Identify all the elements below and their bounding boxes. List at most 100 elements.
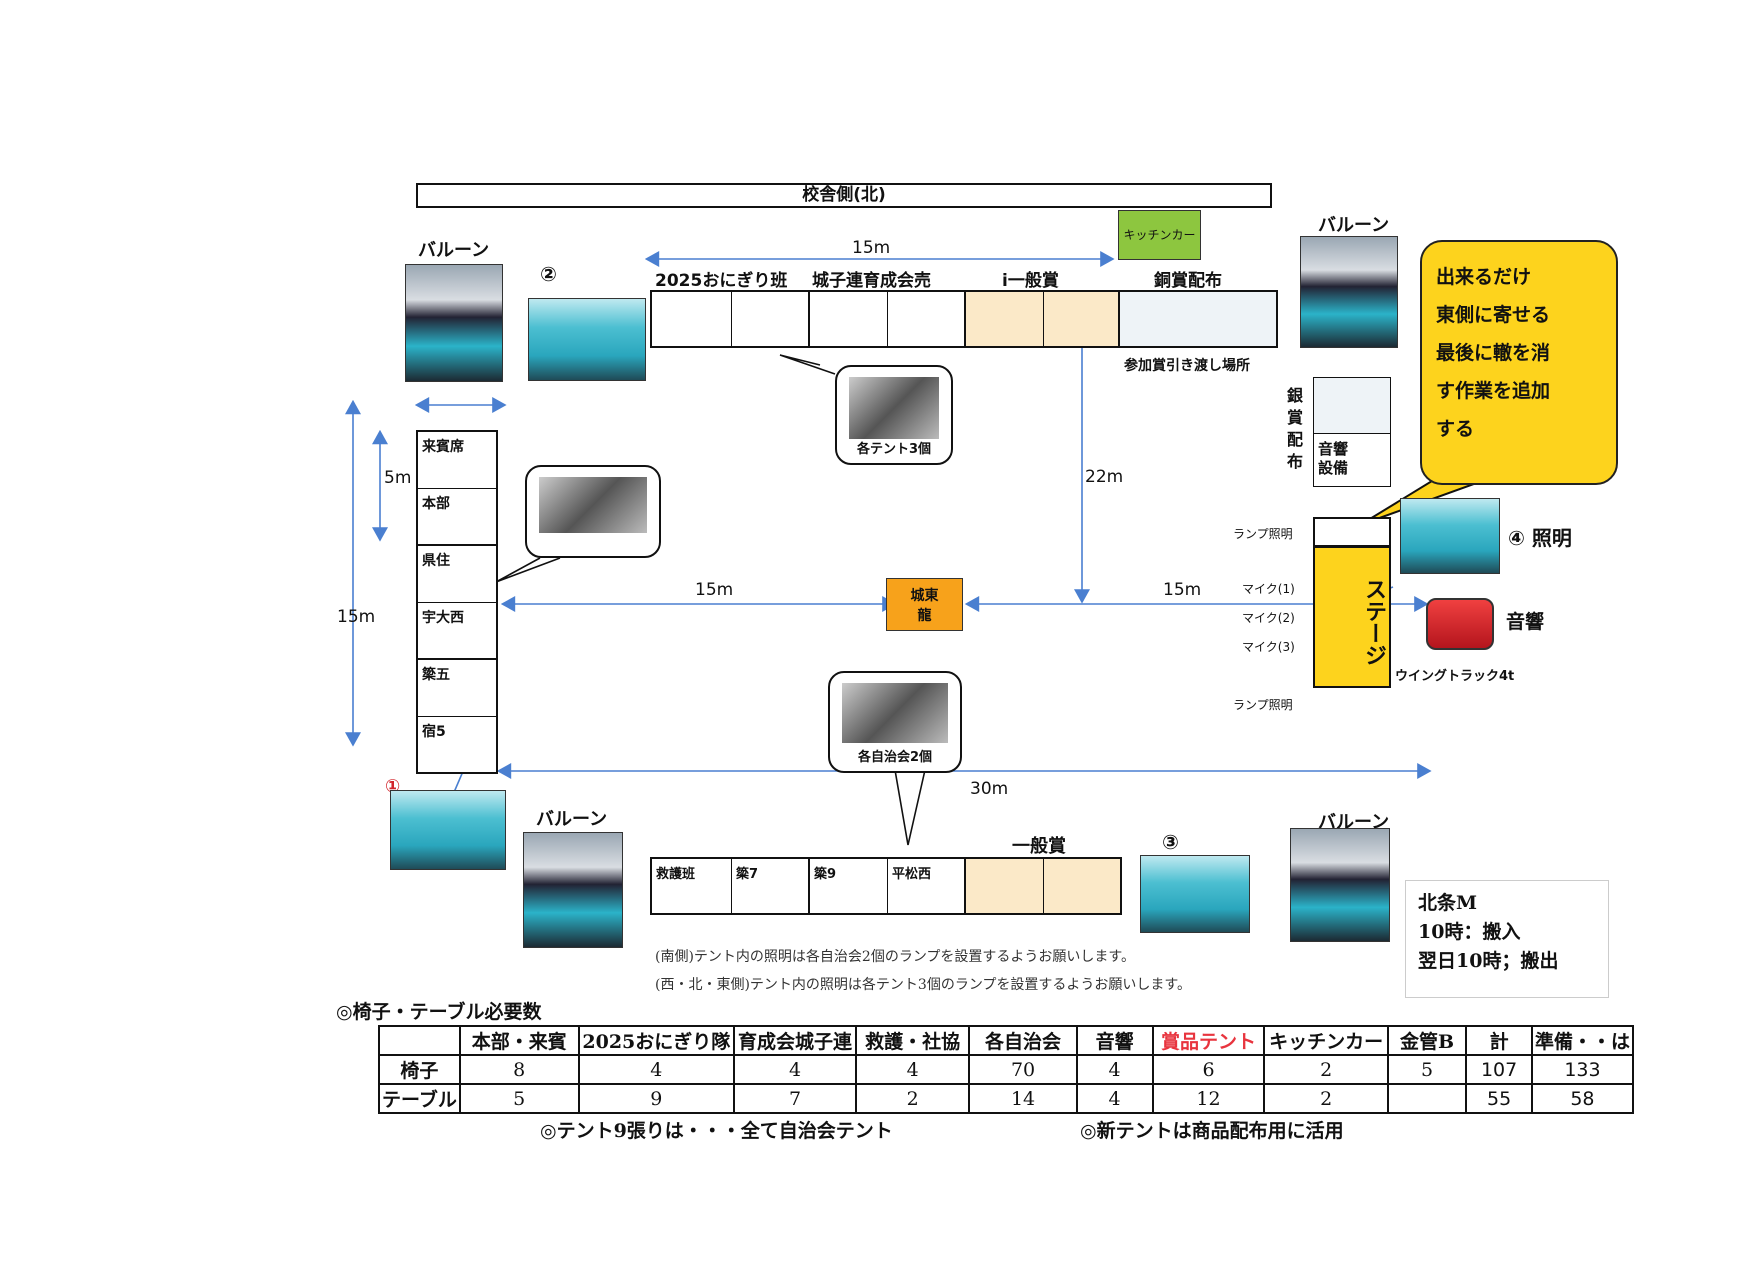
north-tent-2 [732, 292, 810, 346]
generator-4-photo [1400, 498, 1500, 574]
sound-generator-photo [1426, 598, 1494, 650]
req-cell: 55 [1465, 1083, 1533, 1114]
bubble-south-caption: 各自治会2個 [857, 750, 933, 765]
generator-3-label: ③ [1162, 830, 1179, 854]
req-cell: 4 [1075, 1054, 1154, 1085]
lamp-bottom-label: ランプ照明 [1233, 698, 1293, 712]
wing-truck-label: ウイングトラック4t [1395, 669, 1515, 684]
north-label-bronze: 銅賞配布 [1154, 271, 1222, 291]
req-cell: 7 [733, 1083, 857, 1114]
west-cell-yana5: 簗五 [418, 660, 496, 717]
req-cell: 58 [1530, 1083, 1635, 1114]
generator-2-photo [528, 298, 646, 381]
north-tent-6 [1044, 292, 1120, 346]
callout-line-1: 出来るだけ [1436, 266, 1532, 288]
mic-3-label: マイク(3) [1242, 640, 1295, 654]
building-side-label: 校舎側(北) [802, 185, 886, 205]
callout-line-3: 最後に轍を消 [1436, 342, 1551, 364]
dim-30m: 30m [970, 779, 1009, 799]
sound-equipment-label: 音響 設備 [1318, 440, 1349, 477]
south-tent-hiramatsunishi: 平松西 [888, 859, 966, 913]
south-tent-yana9-label: 簗9 [814, 867, 837, 882]
north-tent-1 [652, 292, 732, 346]
west-cell-udainishi-label: 宇大西 [422, 610, 464, 626]
requirements-table: 本部・来賓 2025おにぎり隊 育成会城子連 救護・社協 各自治会 音響 賞品テ… [378, 1025, 1635, 1114]
generator-2-label: ② [540, 262, 557, 286]
balloon-label-ne: バルーン [1318, 215, 1390, 236]
lighting-note-south: (南側)テント内の照明は各自治会2個のランプを設置するようお願いします。 [655, 949, 1136, 965]
req-cell: 4 [733, 1054, 857, 1085]
south-tent-general-2 [1044, 859, 1120, 913]
callout-line-4: す作業を追加 [1436, 380, 1551, 402]
east-note-callout: 出来るだけ 東側に寄せる 最後に轍を消 す作業を追加 する [1420, 240, 1618, 485]
schedule-line-2: 10時：搬入 [1418, 921, 1521, 943]
mic-2-label: マイク(2) [1242, 611, 1295, 625]
north-tent-4 [888, 292, 966, 346]
req-col-kitchen-car: キッチンカー [1263, 1025, 1389, 1056]
north-tent-bronze [1120, 292, 1276, 346]
west-cell-guest-label: 来賓席 [422, 439, 464, 455]
dim-center-right: 15m [1163, 580, 1202, 600]
bubble-north-tail [779, 354, 836, 375]
west-cell-hq-label: 本部 [422, 496, 450, 512]
req-cell: 133 [1530, 1054, 1635, 1085]
req-col-brass: 金管B [1386, 1025, 1468, 1056]
req-cell: 2 [854, 1083, 971, 1114]
req-cell: 107 [1465, 1054, 1533, 1085]
building-side-bar: 校舎側(北) [416, 183, 1272, 208]
req-cell: 5 [458, 1083, 580, 1114]
dim-north-15m: 15m [852, 238, 891, 258]
west-cell-juku5: 宿5 [418, 717, 496, 772]
footer-note-left: ◎テント9張りは・・・全て自治会テント [540, 1120, 893, 1142]
north-tent-5 [966, 292, 1044, 346]
req-cell: 8 [458, 1054, 580, 1085]
stage-label: ステージ [1361, 578, 1386, 666]
schedule-box: 北条M 10時：搬入 翌日10時；搬出 [1405, 880, 1609, 998]
callout-line-5: する [1436, 418, 1475, 440]
req-cell: 70 [968, 1054, 1078, 1085]
bubble-north-photo [849, 377, 939, 439]
callout-line-2: 東側に寄せる [1436, 304, 1551, 326]
req-col-prep: 準備・・は [1530, 1025, 1635, 1056]
west-cell-udainishi: 宇大西 [418, 603, 496, 660]
req-col-onigiri: 2025おにぎり隊 [577, 1025, 736, 1056]
balloon-photo-sw [523, 832, 623, 948]
lamp-top-label: ランプ照明 [1233, 527, 1293, 541]
generator-3-photo [1140, 855, 1250, 933]
mic-1-label: マイク(1) [1242, 582, 1295, 596]
south-tent-row: 救護班 簗7 簗9 平松西 [650, 857, 1122, 915]
req-cell: 4 [577, 1054, 736, 1085]
south-tent-yana7-label: 簗7 [736, 867, 759, 882]
req-col-kyugo: 救護・社協 [854, 1025, 971, 1056]
bubble-west-photo [539, 477, 647, 533]
bubble-north-caption: 各テント3個 [856, 442, 932, 457]
silver-tent-box: 音響 設備 [1313, 377, 1391, 487]
west-tent-column: 来賓席 本部 県住 宇大西 簗五 宿5 [416, 430, 498, 774]
req-cell: 12 [1151, 1083, 1266, 1114]
stage-box: ステージ [1313, 546, 1391, 688]
south-tent-yana7: 簗7 [732, 859, 810, 913]
req-cell: 9 [577, 1083, 736, 1114]
bubble-west-tail [495, 557, 561, 583]
req-col-ikuseikai: 育成会城子連 [733, 1025, 857, 1056]
west-cell-kenju: 県住 [418, 546, 496, 603]
bubble-south: 各自治会2個 [828, 671, 962, 773]
center-joto-ryu-box: 城東 龍 [886, 578, 963, 631]
balloon-label-nw: バルーン [418, 240, 490, 261]
generator-4-label: ④ 照明 [1508, 526, 1572, 550]
west-cell-yana5-label: 簗五 [422, 667, 450, 683]
req-cell: 2 [1263, 1083, 1389, 1114]
footer-note-right: ◎新テントは商品配布用に活用 [1080, 1120, 1344, 1142]
south-tent-kyugo: 救護班 [652, 859, 732, 913]
req-col-sound: 音響 [1075, 1025, 1154, 1056]
south-label-general: 一般賞 [1012, 836, 1066, 857]
kitchen-car-label: キッチンカー [1123, 228, 1196, 242]
req-cell: 14 [968, 1083, 1078, 1114]
balloon-photo-se [1290, 828, 1390, 942]
req-cell: 2 [1263, 1054, 1389, 1085]
req-cell: 4 [1075, 1083, 1154, 1114]
balloon-photo-ne [1300, 236, 1398, 348]
lighting-note-others: (西・北・東側)テント内の照明は各テント3個のランプを設置するようお願いします。 [655, 977, 1192, 993]
req-col-jichikai: 各自治会 [968, 1025, 1078, 1056]
